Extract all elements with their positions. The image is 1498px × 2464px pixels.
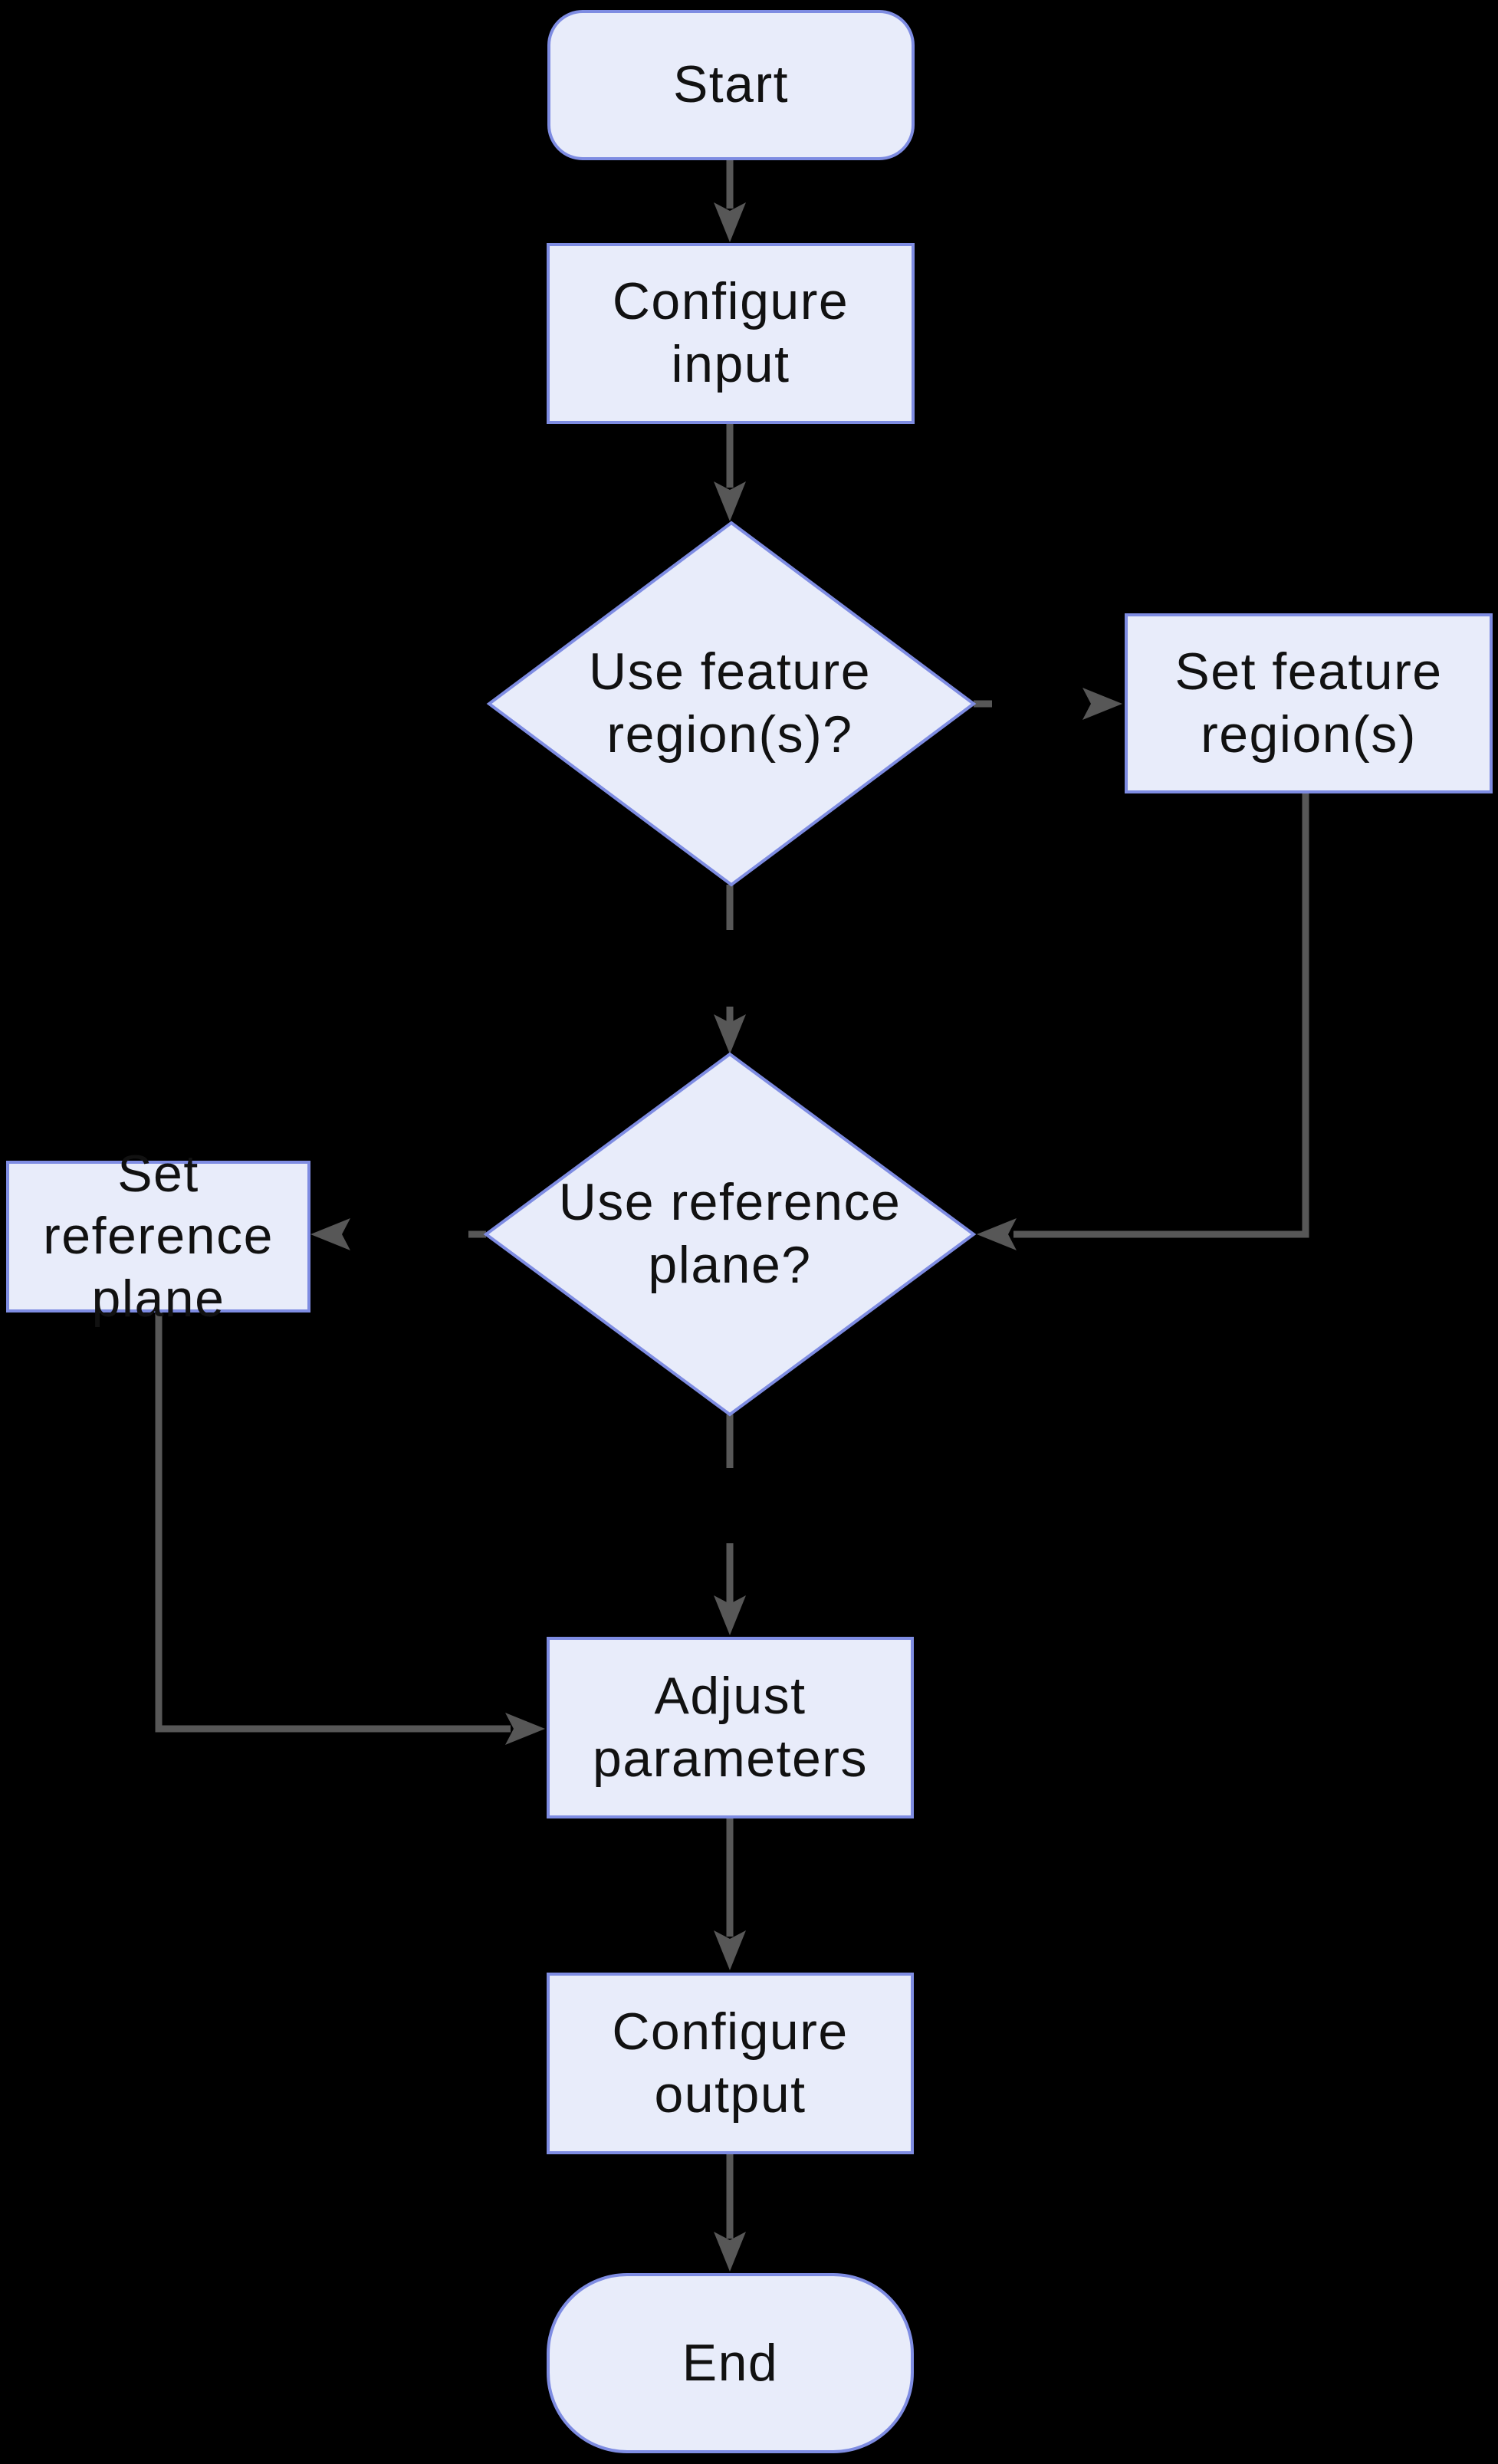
- arrow-down-icon: [714, 1930, 746, 1970]
- edge-adjust-parameters-to-configure-output: [714, 1818, 746, 1970]
- arrow-right-icon: [505, 1713, 545, 1745]
- node-set-feature-regions: Set feature region(s): [1125, 613, 1493, 793]
- node-adjust-parameters-label: Adjust parameters: [593, 1666, 868, 1788]
- decision-use-reference-plane-shape: [483, 1052, 977, 1417]
- arrow-left-icon: [977, 1218, 1017, 1250]
- node-configure-output: Configure output: [547, 1973, 914, 2154]
- decision-use-feature-regions: Use feature region(s)?: [531, 589, 929, 819]
- edge-use-feature-regions-to-set-feature-regions: [974, 688, 1122, 720]
- arrow-down-icon: [714, 481, 746, 521]
- decision-use-feature-regions-shape: [486, 521, 977, 887]
- node-adjust-parameters: Adjust parameters: [547, 1637, 914, 1818]
- node-configure-output-label: Configure output: [612, 2002, 849, 2124]
- node-start: Start: [547, 10, 915, 160]
- edge-configure-input-to-use-feature-regions: [714, 424, 746, 521]
- decision-use-reference-plane: Use reference plane?: [531, 1119, 929, 1349]
- node-set-feature-regions-label: Set feature region(s): [1174, 642, 1443, 764]
- arrow-down-icon: [714, 202, 746, 242]
- edge-use-reference-plane-to-adjust-parameters: [714, 1414, 746, 1635]
- arrow-left-icon: [310, 1218, 350, 1250]
- node-configure-input-label: Configure input: [612, 272, 849, 393]
- node-set-reference-plane-label: Set reference plane: [43, 1144, 274, 1328]
- arrow-right-icon: [1082, 688, 1122, 720]
- node-start-label: Start: [672, 55, 790, 114]
- node-configure-input: Configure input: [547, 243, 915, 424]
- node-end-label: End: [682, 2333, 779, 2392]
- arrow-down-icon: [714, 1595, 746, 1635]
- node-end: End: [547, 2273, 914, 2453]
- edge-use-reference-plane-to-set-reference-plane: [310, 1218, 486, 1250]
- edge-configure-output-to-end: [714, 2154, 746, 2272]
- edge-start-to-configure-input: [714, 160, 746, 242]
- arrow-down-icon: [714, 2232, 746, 2272]
- decision-use-feature-regions-label: Use feature region(s)?: [588, 642, 872, 764]
- edge-set-reference-plane-to-adjust-parameters: [155, 1312, 545, 1745]
- edge-use-feature-regions-to-use-reference-plane: [714, 885, 746, 1054]
- node-set-reference-plane: Set reference plane: [6, 1145, 310, 1328]
- arrow-down-icon: [714, 1014, 746, 1054]
- decision-use-reference-plane-label: Use reference plane?: [558, 1173, 902, 1294]
- edge-set-feature-regions-to-use-reference-plane: [977, 793, 1309, 1250]
